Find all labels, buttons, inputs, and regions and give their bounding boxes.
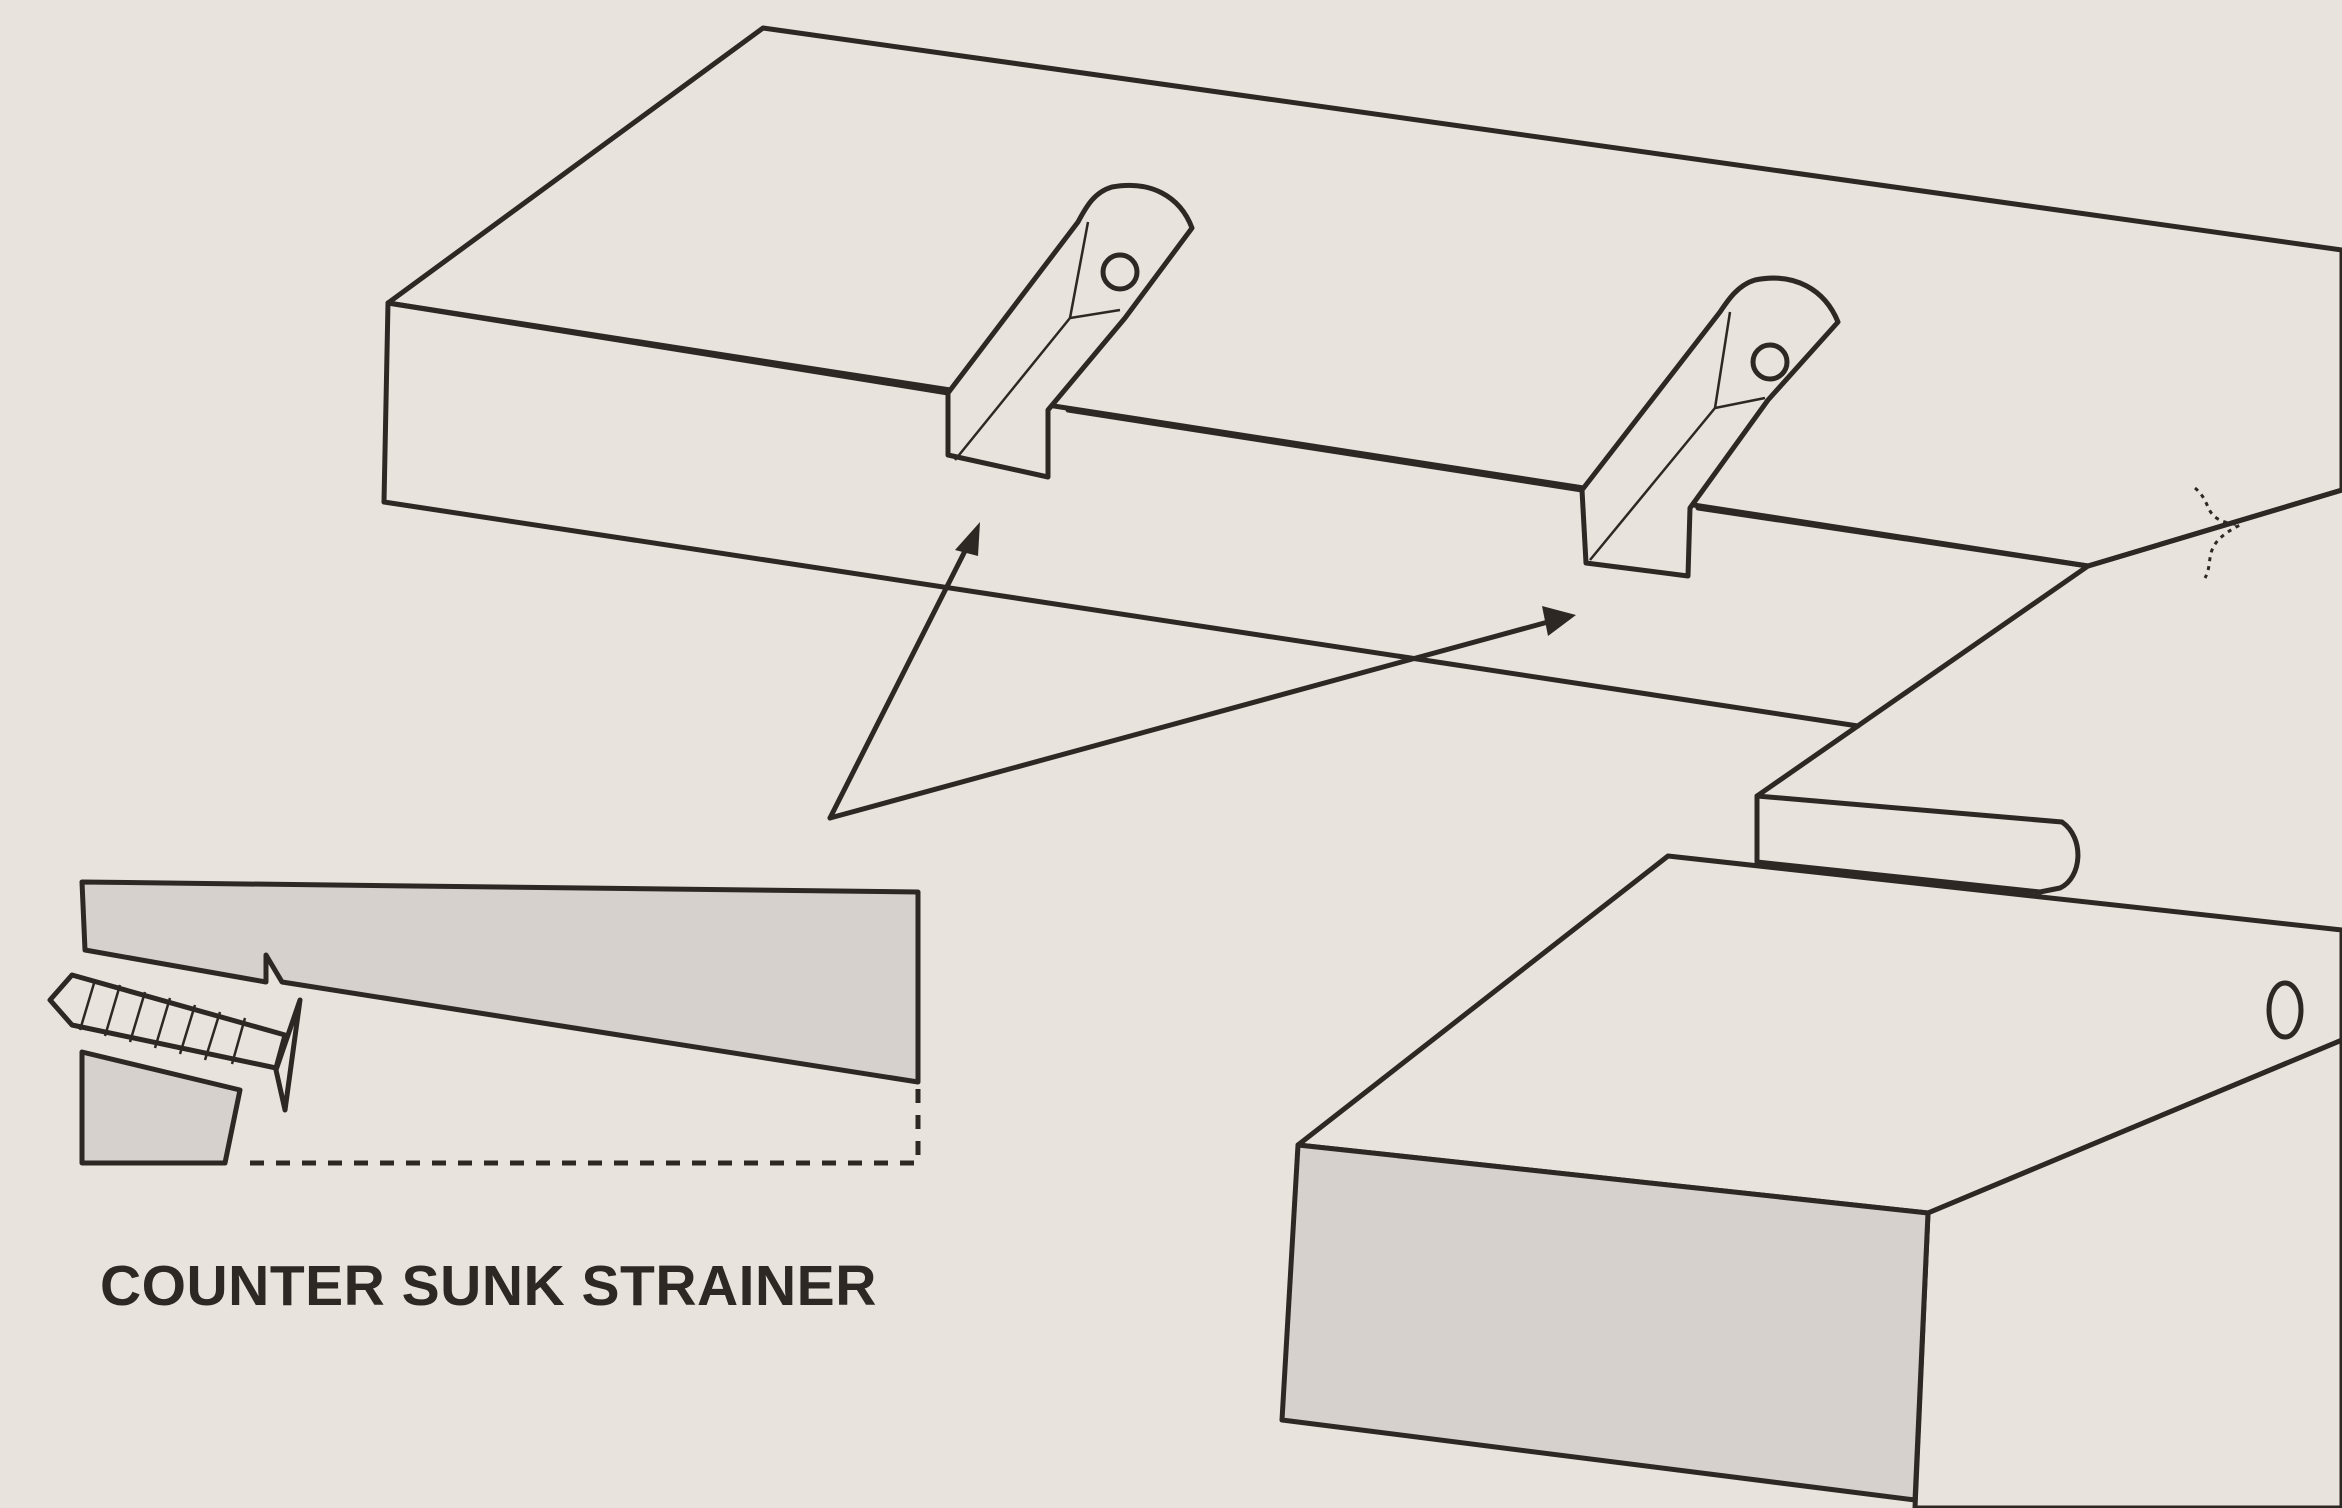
slot-1-hole (1100, 252, 1140, 292)
screw-thread (178, 1004, 197, 1055)
rail-front-edge-right (1695, 505, 2091, 569)
slot-2-hole (1750, 342, 1790, 382)
countersunk-slot-1 (945, 182, 1195, 480)
screw-thread (78, 979, 97, 1031)
screw-icon (47, 972, 303, 1113)
arrow-head-right (1542, 606, 1576, 636)
pointer-arrows (827, 522, 1576, 821)
countersunk-slot-2 (1579, 275, 1841, 579)
arrow-stem-right (827, 619, 1551, 821)
arrow-stem-left (827, 542, 971, 821)
arrow-head-left (955, 522, 980, 556)
screw-thread (103, 984, 122, 1037)
tenon-tongue (1754, 793, 2081, 895)
post-end-face (1279, 1142, 1931, 1503)
post-hole (2266, 980, 2304, 1040)
screw-thread (203, 1011, 222, 1061)
inset-cross-section (47, 879, 921, 1166)
screw-head (273, 997, 303, 1113)
slot-2-body (1579, 275, 1841, 579)
screw-shank (47, 972, 288, 1071)
break-line (2193, 486, 2246, 579)
slot-1-inner-line-2 (1068, 221, 1090, 319)
inset-lower-timber (79, 1049, 243, 1166)
rail-bottom-edge (381, 499, 1861, 729)
inset-upper-timber (79, 879, 921, 1085)
tenon (1754, 563, 2091, 895)
screw-thread (153, 997, 172, 1049)
rail-front-edge-top (385, 300, 951, 396)
rail-left-end (381, 300, 391, 505)
screw-thread (230, 1017, 247, 1065)
slot-2-inner-line-2 (1713, 311, 1732, 409)
screw-thread (128, 991, 147, 1043)
upper-rail (381, 25, 2342, 729)
rail-top-face (385, 25, 2342, 569)
inset-dashed-bottom (250, 1085, 921, 1166)
post-block (1279, 853, 2342, 1508)
rail-front-edge-mid (1065, 407, 1585, 493)
tenon-top (1754, 563, 2091, 799)
diagram-caption: COUNTER SUNK STRAINER (100, 1254, 877, 1318)
rail-back-right-edge (2085, 487, 2342, 569)
